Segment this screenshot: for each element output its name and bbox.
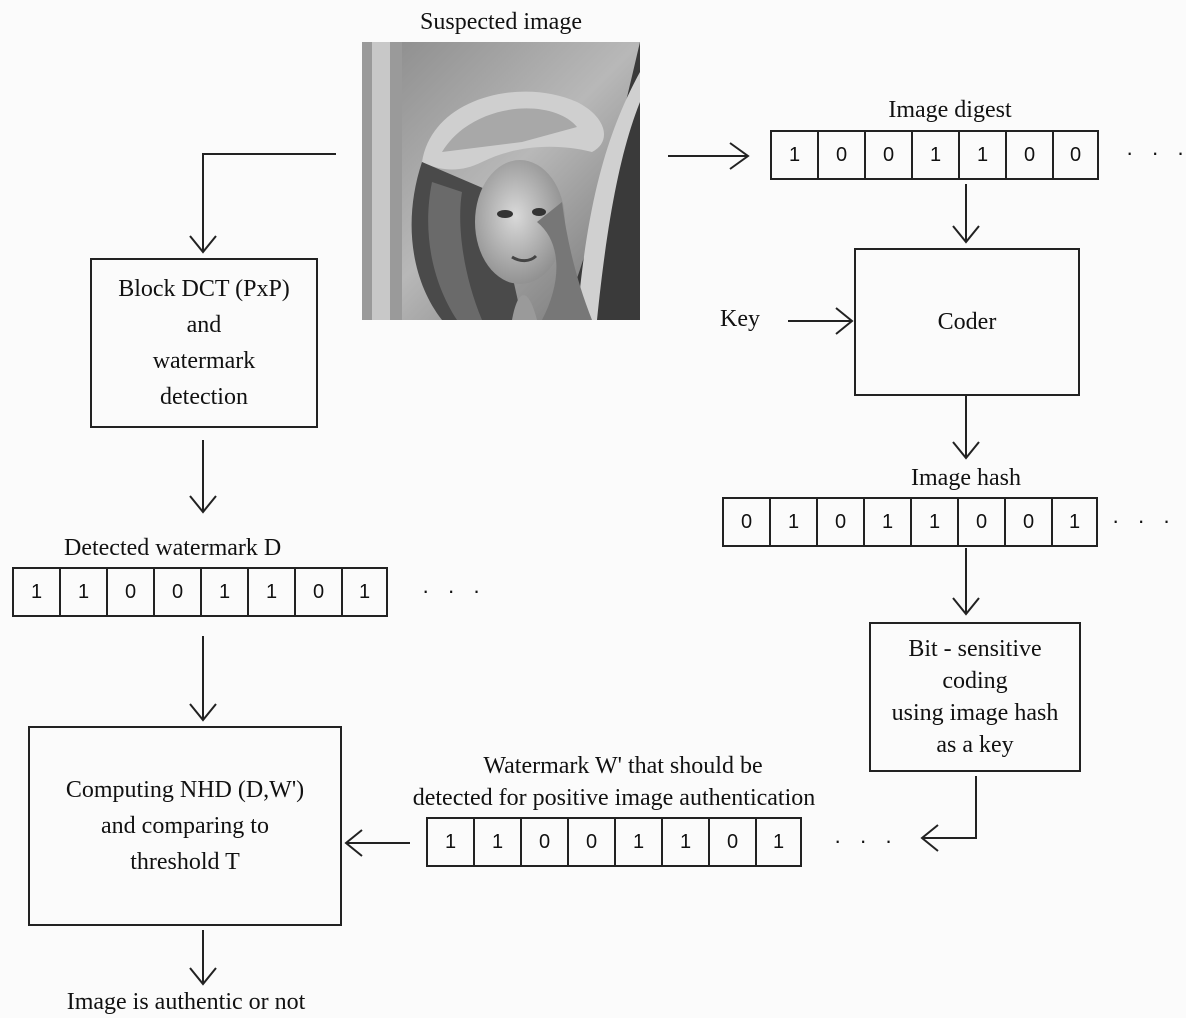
digest-bit: 0 — [817, 132, 864, 178]
expected-bit: 1 — [473, 819, 520, 865]
detected-bit: 0 — [106, 569, 153, 615]
nhd-label: Computing NHD (D,W') and comparing to th… — [65, 777, 305, 875]
connector-bsc-to-watermark — [922, 776, 977, 839]
hash-bit: 0 — [1004, 499, 1051, 545]
suspected-image-label: Suspected image — [420, 9, 582, 35]
digest-bit: 1 — [770, 132, 817, 178]
digest-bit: 0 — [864, 132, 911, 178]
expected-watermark-label-line1: Watermark W' that should be — [483, 753, 763, 779]
suspected-image — [362, 42, 640, 320]
expected-bit: 0 — [520, 819, 567, 865]
hash-bit: 1 — [863, 499, 910, 545]
detected-bit: 1 — [247, 569, 294, 615]
detected-bit: 1 — [200, 569, 247, 615]
image-hash-bits: 0 1 0 1 1 0 0 1 — [722, 497, 1098, 547]
expected-bit: 1 — [661, 819, 708, 865]
expected-bit: 0 — [708, 819, 755, 865]
expected-ellipsis: · · · — [834, 828, 899, 853]
expected-bit: 0 — [567, 819, 614, 865]
expected-watermark-label-line2: detected for positive image authenticati… — [412, 785, 816, 811]
block-dct-label: Block DCT (PxP) and watermark detection — [118, 276, 290, 410]
bit-sensitive-coding-box: Bit - sensitive coding using image hash … — [869, 622, 1081, 772]
detected-bit: 1 — [341, 569, 388, 615]
digest-bit: 0 — [1005, 132, 1052, 178]
key-label: Key — [720, 306, 760, 332]
image-hash-label: Image hash — [911, 465, 1021, 491]
result-label: Image is authentic or not — [66, 989, 306, 1015]
nhd-box: Computing NHD (D,W') and comparing to th… — [28, 726, 342, 926]
digest-ellipsis: · · · — [1126, 140, 1186, 165]
hash-bit: 1 — [769, 499, 816, 545]
detected-bit: 0 — [294, 569, 341, 615]
hash-bit: 0 — [816, 499, 863, 545]
expected-bit: 1 — [426, 819, 473, 865]
image-digest-label: Image digest — [888, 97, 1012, 123]
hash-bit: 1 — [1051, 499, 1098, 545]
image-digest-bits: 1 0 0 1 1 0 0 — [770, 130, 1099, 180]
detected-bit: 1 — [12, 569, 59, 615]
connector-image-to-dct — [202, 153, 336, 252]
expected-watermark-bits: 1 1 0 0 1 1 0 1 — [426, 817, 802, 867]
hash-bit: 0 — [722, 499, 769, 545]
detected-bit: 0 — [153, 569, 200, 615]
detected-bit: 1 — [59, 569, 106, 615]
digest-bit: 0 — [1052, 132, 1099, 178]
digest-bit: 1 — [958, 132, 1005, 178]
hash-bit: 0 — [957, 499, 1004, 545]
hash-ellipsis: · · · — [1112, 508, 1177, 533]
coder-label: Coder — [937, 309, 997, 335]
expected-bit: 1 — [614, 819, 661, 865]
detected-watermark-bits: 1 1 0 0 1 1 0 1 — [12, 567, 388, 617]
hash-bit: 1 — [910, 499, 957, 545]
expected-bit: 1 — [755, 819, 802, 865]
detected-ellipsis: · · · — [422, 578, 487, 603]
digest-bit: 1 — [911, 132, 958, 178]
detected-watermark-label: Detected watermark D — [64, 535, 282, 561]
bit-sensitive-coding-label: Bit - sensitive coding using image hash … — [891, 636, 1059, 758]
block-dct-box: Block DCT (PxP) and watermark detection — [90, 258, 318, 428]
coder-box: Coder — [854, 248, 1080, 396]
